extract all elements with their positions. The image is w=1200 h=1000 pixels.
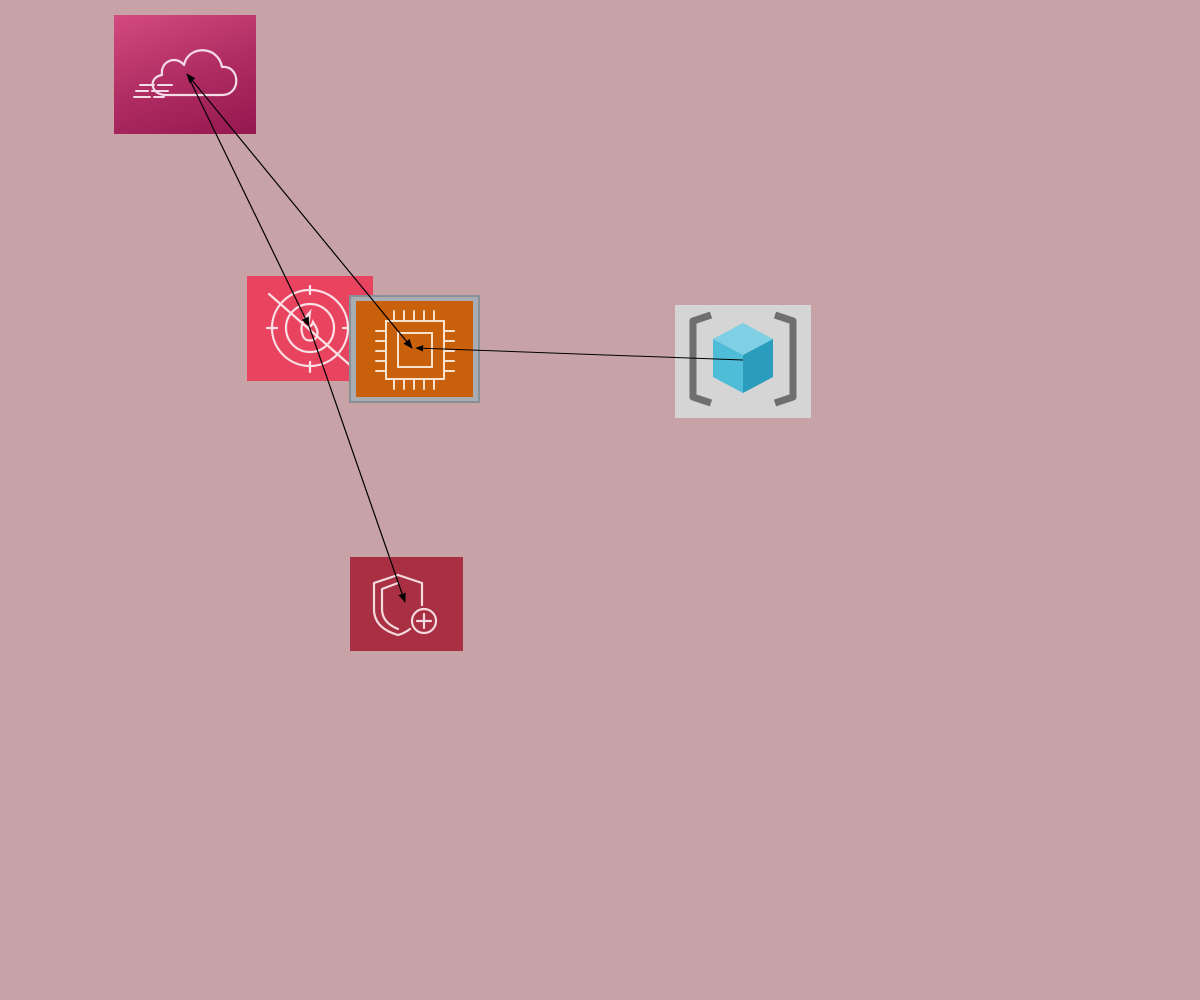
shield-plus-icon <box>372 573 438 637</box>
processor-chip-icon <box>375 310 455 390</box>
cloud-stream-icon <box>133 49 238 98</box>
container-cube-icon <box>689 311 797 407</box>
processor-node[interactable] <box>356 301 473 397</box>
cloud-node[interactable] <box>114 15 256 134</box>
container-node[interactable] <box>675 305 811 418</box>
shield-node[interactable] <box>350 557 463 651</box>
